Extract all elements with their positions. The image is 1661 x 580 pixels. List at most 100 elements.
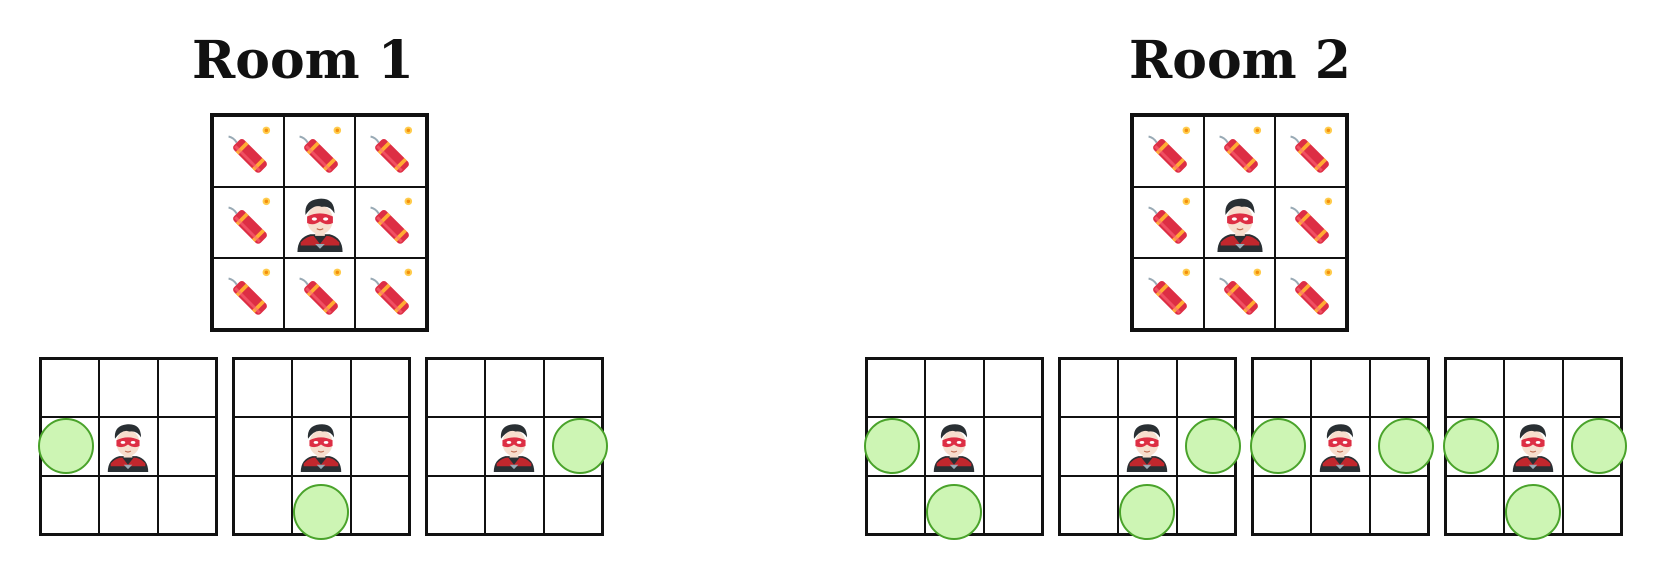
grid-cell — [157, 359, 216, 418]
grid-cell — [1118, 417, 1177, 476]
grid-cell — [157, 417, 216, 476]
grid-cell — [1204, 116, 1275, 187]
grid-cell — [1060, 417, 1119, 476]
grid-cell — [1311, 359, 1370, 418]
grid-cell — [543, 359, 602, 418]
grid-cell — [1275, 258, 1346, 329]
grid-cell — [234, 475, 293, 534]
grid-cell — [925, 417, 984, 476]
dynamite-icon — [1285, 268, 1337, 320]
dynamite-icon — [1214, 126, 1266, 178]
grid-cell — [1060, 475, 1119, 534]
grid-cell — [1504, 359, 1563, 418]
dynamite-icon — [1143, 197, 1195, 249]
grid-cell — [1275, 116, 1346, 187]
target-circle — [1442, 418, 1499, 475]
grid-cell — [1133, 258, 1204, 329]
dynamite-icon — [365, 126, 417, 178]
grid-cell — [292, 475, 351, 540]
grid-cell — [1369, 417, 1434, 476]
grid-cell — [284, 116, 355, 187]
grid-cell — [1562, 475, 1621, 534]
grid-cell — [350, 417, 409, 476]
hero-icon — [488, 420, 540, 473]
grid-cell — [867, 475, 926, 534]
grid-cell — [41, 475, 100, 534]
target-circle — [551, 418, 608, 475]
grid-cell — [213, 258, 284, 329]
grid-cell — [37, 417, 100, 476]
grid-cell — [234, 417, 293, 476]
hero-icon — [102, 420, 154, 473]
hero-icon — [1121, 420, 1173, 473]
target-circle — [1249, 418, 1306, 475]
grid-cell — [983, 359, 1042, 418]
grid-cell — [543, 417, 608, 476]
grid-cell — [1446, 359, 1505, 418]
dynamite-icon — [223, 268, 275, 320]
target-circle — [926, 483, 983, 540]
grid-cell — [1369, 359, 1428, 418]
hero-icon — [1507, 420, 1559, 473]
grid-cell — [1118, 475, 1177, 540]
grid-cell — [292, 359, 351, 418]
grid-cell — [1446, 475, 1505, 534]
grid-cell — [1275, 187, 1346, 258]
grid-cell — [292, 417, 351, 476]
dynamite-icon — [223, 197, 275, 249]
grid-cell — [355, 187, 426, 258]
target-circle — [1119, 483, 1176, 540]
dynamite-icon — [1143, 126, 1195, 178]
room-1-option-2-grid — [232, 357, 411, 540]
grid-cell — [1249, 417, 1312, 476]
grid-cell — [485, 475, 544, 534]
target-circle — [863, 418, 920, 475]
grid-cell — [543, 475, 602, 534]
grid-cell — [1176, 359, 1235, 418]
room-2-title: Room 2 — [1129, 30, 1351, 91]
hero-icon — [295, 420, 347, 473]
grid-cell — [925, 359, 984, 418]
grid-cell — [983, 475, 1042, 534]
grid-cell — [1176, 417, 1241, 476]
target-circle — [1505, 483, 1562, 540]
grid-cell — [157, 475, 216, 534]
hero-icon — [928, 420, 980, 473]
room-1-option-1-grid — [37, 357, 218, 536]
dynamite-icon — [1143, 268, 1195, 320]
grid-cell — [1204, 258, 1275, 329]
grid-cell — [1133, 116, 1204, 187]
grid-cell — [1562, 359, 1621, 418]
dynamite-icon — [294, 126, 346, 178]
grid-cell — [427, 359, 486, 418]
dynamite-icon — [1285, 197, 1337, 249]
target-circle — [1377, 418, 1434, 475]
grid-cell — [99, 359, 158, 418]
grid-cell — [355, 116, 426, 187]
dynamite-icon — [365, 268, 417, 320]
target-circle — [293, 483, 350, 540]
grid-cell — [350, 359, 409, 418]
grid-cell — [1133, 187, 1204, 258]
grid-cell — [41, 359, 100, 418]
grid-cell — [234, 359, 293, 418]
grid-cell — [284, 187, 355, 258]
room-2-option-2-grid — [1058, 357, 1241, 540]
grid-cell — [99, 417, 158, 476]
room-2-option-4-grid — [1442, 357, 1627, 540]
grid-cell — [1060, 359, 1119, 418]
dynamite-icon — [294, 268, 346, 320]
grid-cell — [213, 187, 284, 258]
grid-cell — [427, 475, 486, 534]
dynamite-icon — [1285, 126, 1337, 178]
room-2-option-1-grid — [863, 357, 1044, 540]
grid-cell — [1504, 475, 1563, 540]
grid-cell — [485, 417, 544, 476]
grid-cell — [99, 475, 158, 534]
grid-cell — [1504, 417, 1563, 476]
grid-cell — [350, 475, 409, 534]
hero-icon — [291, 194, 349, 252]
target-circle — [37, 418, 94, 475]
grid-cell — [925, 475, 984, 540]
grid-cell — [1253, 359, 1312, 418]
